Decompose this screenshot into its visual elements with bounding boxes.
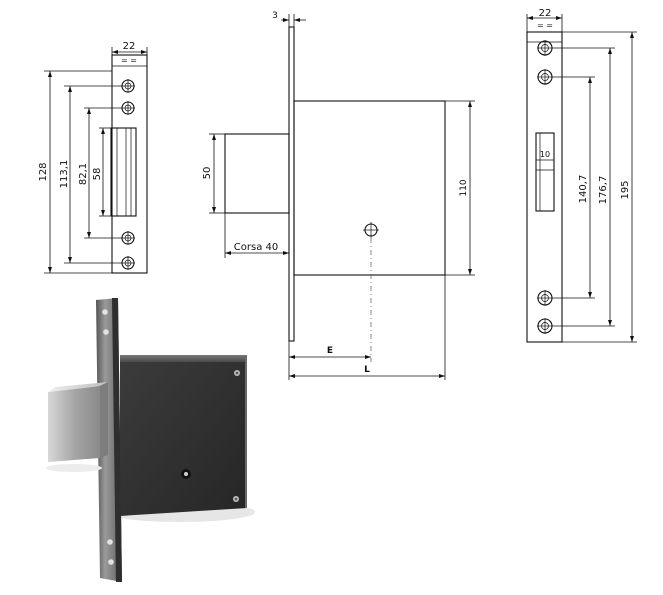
inner-span-label: 82,1: [78, 163, 89, 185]
width-label: 22: [539, 8, 552, 19]
slot-width-label: 10: [540, 150, 550, 159]
screw-hole-2: [537, 69, 553, 85]
screw-hole-4: [537, 318, 553, 334]
faceplate-thickness-label: 3: [272, 11, 278, 21]
plate-outline: [111, 54, 148, 274]
overall-length-label: 128: [38, 162, 49, 181]
bolt-photo: [48, 386, 100, 462]
keyhole-photo-icon: [181, 469, 191, 479]
screw-hole-4: [121, 256, 135, 270]
length-label: L: [364, 365, 370, 375]
backset-label: E: [327, 346, 333, 356]
hole-span-label: 176,7: [598, 176, 609, 205]
lock-product-photo: [46, 298, 255, 582]
slot-height-label: 58: [92, 168, 103, 181]
screw-hole-3: [537, 290, 553, 306]
latch-slot: [535, 132, 555, 212]
plate-outline: [526, 31, 563, 343]
screw-hole-3: [121, 231, 135, 245]
bolt: [224, 133, 290, 214]
throw-label: Corsa 40: [234, 242, 278, 253]
hole-span-label: 113,1: [59, 160, 70, 189]
overall-length-label: 195: [620, 180, 631, 199]
strike-plate-large: 22 = = 10 140,7 176,7 195: [526, 8, 637, 343]
lock-case-photo: [120, 355, 247, 516]
width-label: 22: [123, 41, 136, 52]
centering-marks: = =: [121, 56, 137, 65]
inner-span-label: 140,7: [578, 175, 589, 204]
bolt-slot: [110, 127, 137, 217]
centering-marks: = =: [537, 21, 553, 30]
lock-body-drawing: 3 50 110 Corsa 40 E L: [202, 11, 475, 380]
body-height-label: 110: [459, 179, 469, 196]
bolt-height-label: 50: [202, 167, 213, 180]
faceplate: [288, 26, 295, 342]
keyhole-icon: [363, 222, 379, 238]
lock-case: [293, 100, 446, 276]
strike-plate-small: 22 = = 128 113,1 82,1 58: [38, 41, 148, 274]
screw-hole-1: [121, 79, 135, 93]
screw-hole-1: [537, 40, 553, 56]
screw-hole-2: [121, 101, 135, 115]
